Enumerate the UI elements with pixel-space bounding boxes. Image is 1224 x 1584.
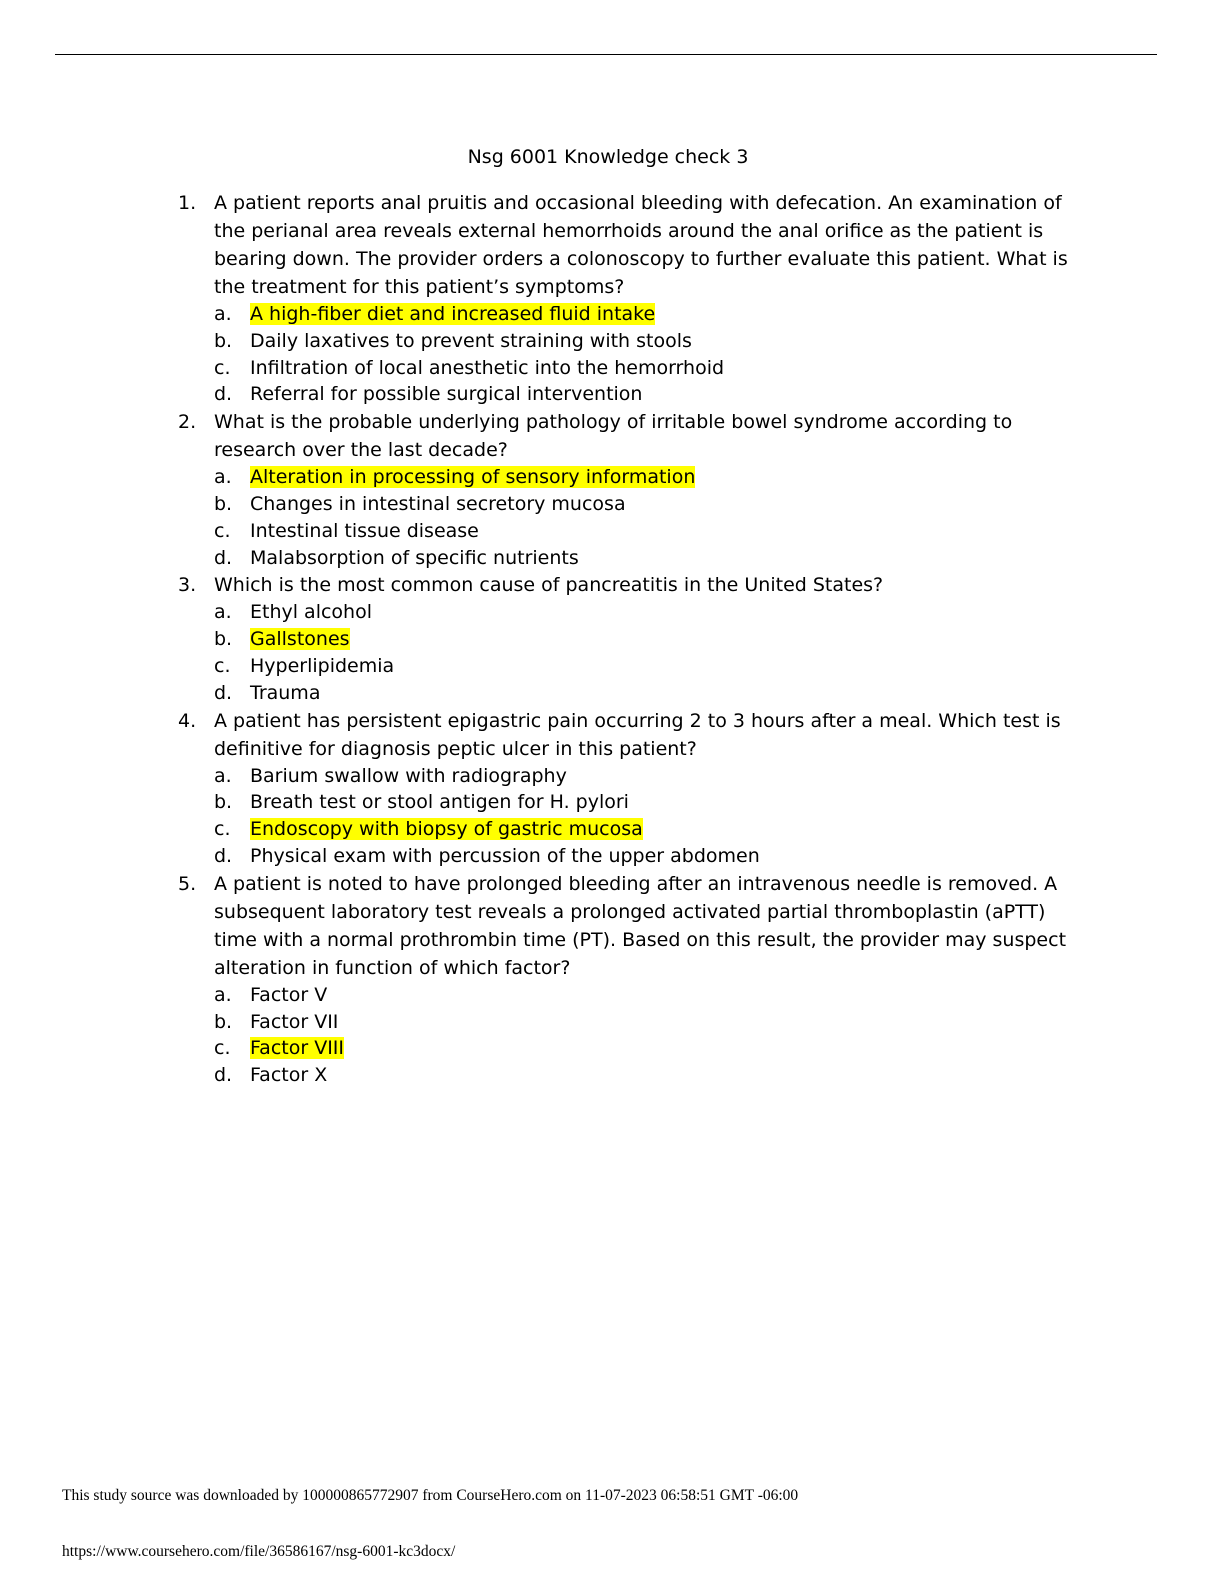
question-text: Which is the most common cause of pancre…: [214, 574, 884, 597]
option-letter: b.: [214, 492, 233, 515]
question-text: What is the probable underlying patholog…: [214, 411, 1013, 462]
source-url-link[interactable]: https://www.coursehero.com/file/36586167…: [62, 1543, 456, 1560]
answer-option: b. Breath test or stool antigen for H. p…: [214, 789, 1068, 816]
answer-option: d. Factor X: [214, 1062, 1068, 1089]
option-text: Malabsorption of specific nutrients: [250, 546, 579, 569]
question-text: A patient reports anal pruitis and occas…: [214, 192, 1068, 298]
option-text: Factor VII: [250, 1010, 339, 1033]
option-letter: b.: [214, 628, 233, 651]
option-text: Trauma: [250, 681, 321, 704]
option-letter: b.: [214, 329, 233, 352]
question-text: A patient has persistent epigastric pain…: [214, 709, 1061, 760]
option-letter: a.: [214, 983, 232, 1006]
option-text: Referral for possible surgical intervent…: [250, 383, 643, 406]
option-letter: c.: [214, 654, 231, 677]
document-title: Nsg 6001 Knowledge check 3: [467, 146, 749, 168]
option-letter: b.: [214, 791, 233, 814]
option-letter: c.: [214, 818, 231, 841]
option-letter: c.: [214, 356, 231, 379]
question-item: 3. Which is the most common cause of pan…: [178, 571, 1068, 706]
question-number: 4.: [178, 709, 197, 732]
question-item: 2. What is the probable underlying patho…: [178, 408, 1068, 571]
answer-option: d. Physical exam with percussion of the …: [214, 843, 1068, 870]
answer-option: c. Factor VIII: [214, 1035, 1068, 1062]
question-number: 5.: [178, 872, 197, 895]
option-letter: d.: [214, 383, 233, 406]
question-number: 1.: [178, 192, 197, 214]
answer-option: b. Factor VII: [214, 1009, 1068, 1036]
answer-option: c. Hyperlipidemia: [214, 653, 1068, 680]
answer-option: a. Factor V: [214, 982, 1068, 1009]
option-text: Barium swallow with radiography: [250, 764, 567, 787]
question-list: 1. A patient reports anal pruitis and oc…: [178, 189, 1068, 1089]
answer-option: b. Daily laxatives to prevent straining …: [214, 328, 1068, 355]
option-letter: a.: [214, 601, 232, 624]
option-text: Factor V: [250, 983, 328, 1006]
option-text-highlighted: Factor VIII: [250, 1037, 345, 1060]
answer-option: b. Gallstones: [214, 626, 1068, 653]
answer-option: a. Alteration in processing of sensory i…: [214, 464, 1068, 491]
option-text: Physical exam with percussion of the upp…: [250, 844, 760, 867]
option-text-highlighted: Endoscopy with biopsy of gastric mucosa: [250, 818, 643, 841]
option-text: Infiltration of local anesthetic into th…: [250, 356, 725, 379]
question-number: 2.: [178, 411, 197, 434]
answer-option: a. Barium swallow with radiography: [214, 763, 1068, 790]
header-rule: [55, 54, 1157, 55]
option-letter: a.: [214, 764, 232, 787]
answer-option: d. Trauma: [214, 680, 1068, 707]
question-number: 3.: [178, 574, 197, 597]
option-text: Intestinal tissue disease: [250, 519, 479, 542]
option-text: Ethyl alcohol: [250, 601, 372, 624]
option-letter: c.: [214, 1037, 231, 1060]
option-text: Breath test or stool antigen for H. pylo…: [250, 791, 629, 814]
option-letter: d.: [214, 1064, 233, 1087]
download-source-note: This study source was downloaded by 1000…: [62, 1487, 799, 1504]
option-letter: d.: [214, 681, 233, 704]
answer-option: d. Malabsorption of specific nutrients: [214, 545, 1068, 572]
answer-option: b. Changes in intestinal secretory mucos…: [214, 491, 1068, 518]
answer-option: c. Infiltration of local anesthetic into…: [214, 355, 1068, 382]
option-letter: c.: [214, 519, 231, 542]
question-item: 4. A patient has persistent epigastric p…: [178, 707, 1068, 870]
option-letter: d.: [214, 844, 233, 867]
option-text-highlighted: A high-fiber diet and increased fluid in…: [250, 303, 656, 325]
answer-option: a. Ethyl alcohol: [214, 599, 1068, 626]
option-letter: d.: [214, 546, 233, 569]
answer-option: d. Referral for possible surgical interv…: [214, 381, 1068, 408]
option-letter: b.: [214, 1010, 233, 1033]
option-text: Hyperlipidemia: [250, 654, 395, 677]
option-text: Changes in intestinal secretory mucosa: [250, 492, 626, 515]
answer-option: c. Endoscopy with biopsy of gastric muco…: [214, 816, 1068, 843]
option-letter: a.: [214, 466, 232, 489]
answer-option: a. A high-fiber diet and increased fluid…: [214, 301, 1068, 328]
option-text-highlighted: Alteration in processing of sensory info…: [250, 466, 696, 489]
option-text: Factor X: [250, 1064, 328, 1087]
option-text: Daily laxatives to prevent straining wit…: [250, 329, 692, 352]
question-item: 5. A patient is noted to have prolonged …: [178, 870, 1068, 1089]
question-item: 1. A patient reports anal pruitis and oc…: [178, 189, 1068, 408]
option-text-highlighted: Gallstones: [250, 628, 350, 651]
question-text: A patient is noted to have prolonged ble…: [214, 872, 1067, 979]
option-letter: a.: [214, 303, 232, 325]
answer-option: c. Intestinal tissue disease: [214, 518, 1068, 545]
